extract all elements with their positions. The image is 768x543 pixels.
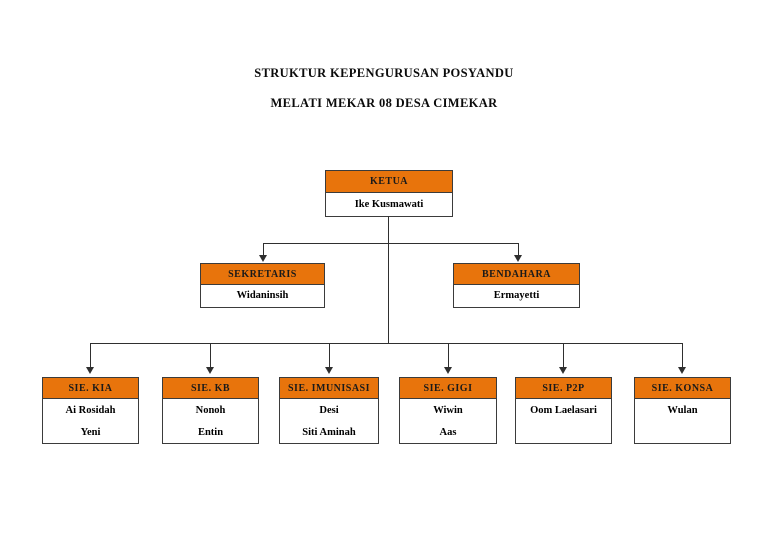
arrow-head-sie-kia: [86, 367, 94, 374]
node-sie-kia-role: SIE. KIA: [42, 377, 139, 399]
connector-level3-bus: [90, 343, 682, 344]
node-sie-konsa-member-1: Wulan: [667, 404, 698, 416]
node-sie-imunisasi[interactable]: SIE. IMUNISASI Desi Siti Aminah: [279, 377, 379, 444]
node-sie-gigi-member-2: Aas: [439, 426, 457, 438]
node-sie-imunisasi-member-2: Siti Aminah: [302, 426, 356, 438]
node-sie-kia-member-1: Ai Rosidah: [65, 404, 116, 416]
title-line-1: STRUKTUR KEPENGURUSAN POSYANDU: [254, 66, 514, 80]
node-sie-p2p[interactable]: SIE. P2P Oom Laelasari: [515, 377, 612, 444]
node-sie-imunisasi-role: SIE. IMUNISASI: [279, 377, 379, 399]
connector-trunk-vertical: [388, 216, 389, 343]
node-sekretaris[interactable]: SEKRETARIS Widaninsih: [200, 263, 325, 308]
node-sie-p2p-member-1: Oom Laelasari: [530, 404, 597, 416]
node-sie-gigi-body: Wiwin Aas: [399, 399, 497, 444]
node-sie-konsa-role: SIE. KONSA: [634, 377, 731, 399]
arrow-head-sekretaris: [259, 255, 267, 262]
node-sie-kb-body: Nonoh Entin: [162, 399, 259, 444]
node-sie-p2p-member-2: [516, 421, 611, 443]
connector-drop-sie-gigi: [448, 343, 449, 368]
node-sie-kia-body: Ai Rosidah Yeni: [42, 399, 139, 444]
arrow-head-sie-imunisasi: [325, 367, 333, 374]
node-ketua-body: Ike Kusmawati: [325, 193, 453, 217]
node-sie-imunisasi-member-1: Desi: [319, 404, 339, 416]
node-bendahara-role: BENDAHARA: [453, 263, 580, 285]
node-sie-p2p-role: SIE. P2P: [515, 377, 612, 399]
node-sie-konsa-body: Wulan: [634, 399, 731, 444]
connector-drop-sie-kb: [210, 343, 211, 368]
node-sie-p2p-body: Oom Laelasari: [515, 399, 612, 444]
node-sie-kb[interactable]: SIE. KB Nonoh Entin: [162, 377, 259, 444]
node-bendahara-body: Ermayetti: [453, 285, 580, 308]
node-sie-kia[interactable]: SIE. KIA Ai Rosidah Yeni: [42, 377, 139, 444]
node-sekretaris-body: Widaninsih: [200, 285, 325, 308]
connector-drop-sie-p2p: [563, 343, 564, 368]
chart-title: STRUKTUR KEPENGURUSAN POSYANDU MELATI ME…: [0, 58, 768, 118]
node-sie-kb-role: SIE. KB: [162, 377, 259, 399]
node-sekretaris-member-1: Widaninsih: [236, 290, 289, 301]
connector-drop-sekretaris: [263, 243, 264, 256]
arrow-head-sie-konsa: [678, 367, 686, 374]
node-bendahara-member-1: Ermayetti: [493, 290, 540, 301]
connector-level2-bus: [263, 243, 519, 244]
node-sie-imunisasi-body: Desi Siti Aminah: [279, 399, 379, 444]
node-sie-konsa-member-2: [635, 421, 730, 443]
connector-drop-sie-konsa: [682, 343, 683, 368]
node-sie-gigi[interactable]: SIE. GIGI Wiwin Aas: [399, 377, 497, 444]
arrow-head-bendahara: [514, 255, 522, 262]
node-sekretaris-role: SEKRETARIS: [200, 263, 325, 285]
node-sie-gigi-member-1: Wiwin: [433, 404, 463, 416]
node-ketua-role: KETUA: [325, 170, 453, 193]
node-sie-kia-member-2: Yeni: [80, 426, 101, 438]
node-sie-konsa[interactable]: SIE. KONSA Wulan: [634, 377, 731, 444]
title-line-2: MELATI MEKAR 08 DESA CIMEKAR: [270, 96, 498, 110]
connector-drop-bendahara: [518, 243, 519, 256]
node-sie-kb-member-1: Nonoh: [195, 404, 226, 416]
node-ketua[interactable]: KETUA Ike Kusmawati: [325, 170, 453, 217]
node-sie-gigi-role: SIE. GIGI: [399, 377, 497, 399]
arrow-head-sie-kb: [206, 367, 214, 374]
connector-drop-sie-imunisasi: [329, 343, 330, 368]
node-bendahara[interactable]: BENDAHARA Ermayetti: [453, 263, 580, 308]
arrow-head-sie-p2p: [559, 367, 567, 374]
node-sie-kb-member-2: Entin: [197, 426, 224, 438]
node-ketua-member-1: Ike Kusmawati: [354, 198, 424, 210]
connector-drop-sie-kia: [90, 343, 91, 368]
arrow-head-sie-gigi: [444, 367, 452, 374]
